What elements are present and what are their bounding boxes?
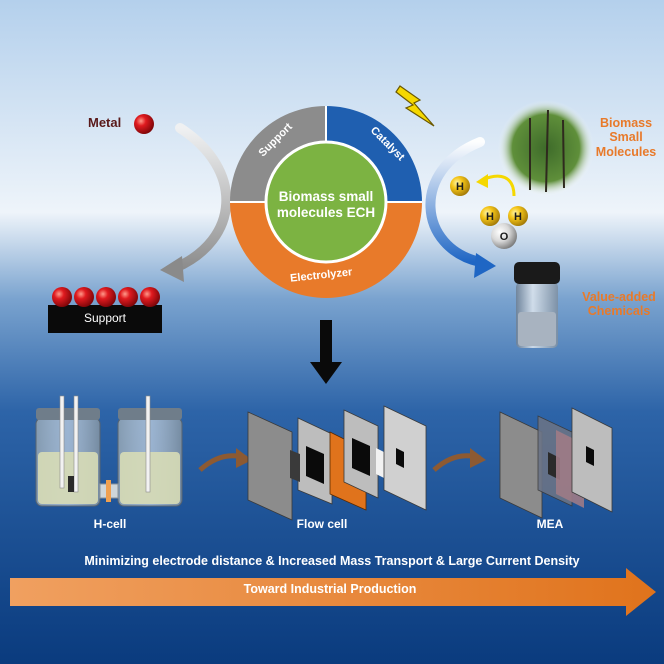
metal-label: Metal — [88, 115, 122, 130]
value-added-label: Value-added Chemicals — [582, 290, 656, 319]
svg-text:H: H — [456, 181, 464, 193]
metal-ball — [134, 114, 154, 134]
atom-h-free: H — [450, 176, 470, 196]
toward-industrial-text: Toward Industrial Production — [243, 582, 417, 596]
atom-h-right: H — [508, 206, 528, 226]
svg-text:O: O — [500, 231, 509, 243]
support-slab — [48, 305, 162, 333]
mea-image — [499, 407, 613, 519]
atom-o: O — [491, 223, 517, 249]
gray-curved-arrow — [170, 123, 232, 273]
flow-cell-image — [247, 405, 427, 521]
central-ring — [230, 106, 422, 298]
vial-image — [514, 262, 560, 348]
blue-arrowhead — [474, 253, 496, 278]
hcell-caption: H-cell — [93, 517, 127, 531]
atom-h-left: H — [480, 206, 500, 226]
svg-text:H: H — [514, 211, 522, 223]
center-label: Biomass small molecules ECH — [276, 189, 376, 220]
center-green-disk — [264, 140, 388, 264]
biomass-label: Biomass Small Molecules — [595, 116, 657, 159]
gray-arrowhead — [160, 256, 184, 282]
lightning-icon — [395, 85, 435, 127]
metal-ball-row — [52, 287, 160, 307]
yellow-arrowhead — [476, 174, 488, 188]
industrial-arrow-bar — [10, 568, 656, 616]
h-cell-image — [35, 395, 183, 507]
svg-text:H: H — [486, 211, 494, 223]
brown-arrowhead-2 — [470, 448, 486, 468]
down-arrow-icon — [310, 320, 342, 384]
flow-cell-caption: Flow cell — [296, 517, 348, 531]
biomass-forest-image — [498, 100, 594, 196]
brown-arrowhead-1 — [236, 448, 252, 468]
summary-text: Minimizing electrode distance & Increase… — [84, 554, 580, 568]
blue-curved-arrow — [425, 137, 485, 267]
tree-trunks — [529, 109, 565, 193]
support-label: Support — [83, 311, 127, 325]
mea-caption: MEA — [536, 517, 564, 531]
